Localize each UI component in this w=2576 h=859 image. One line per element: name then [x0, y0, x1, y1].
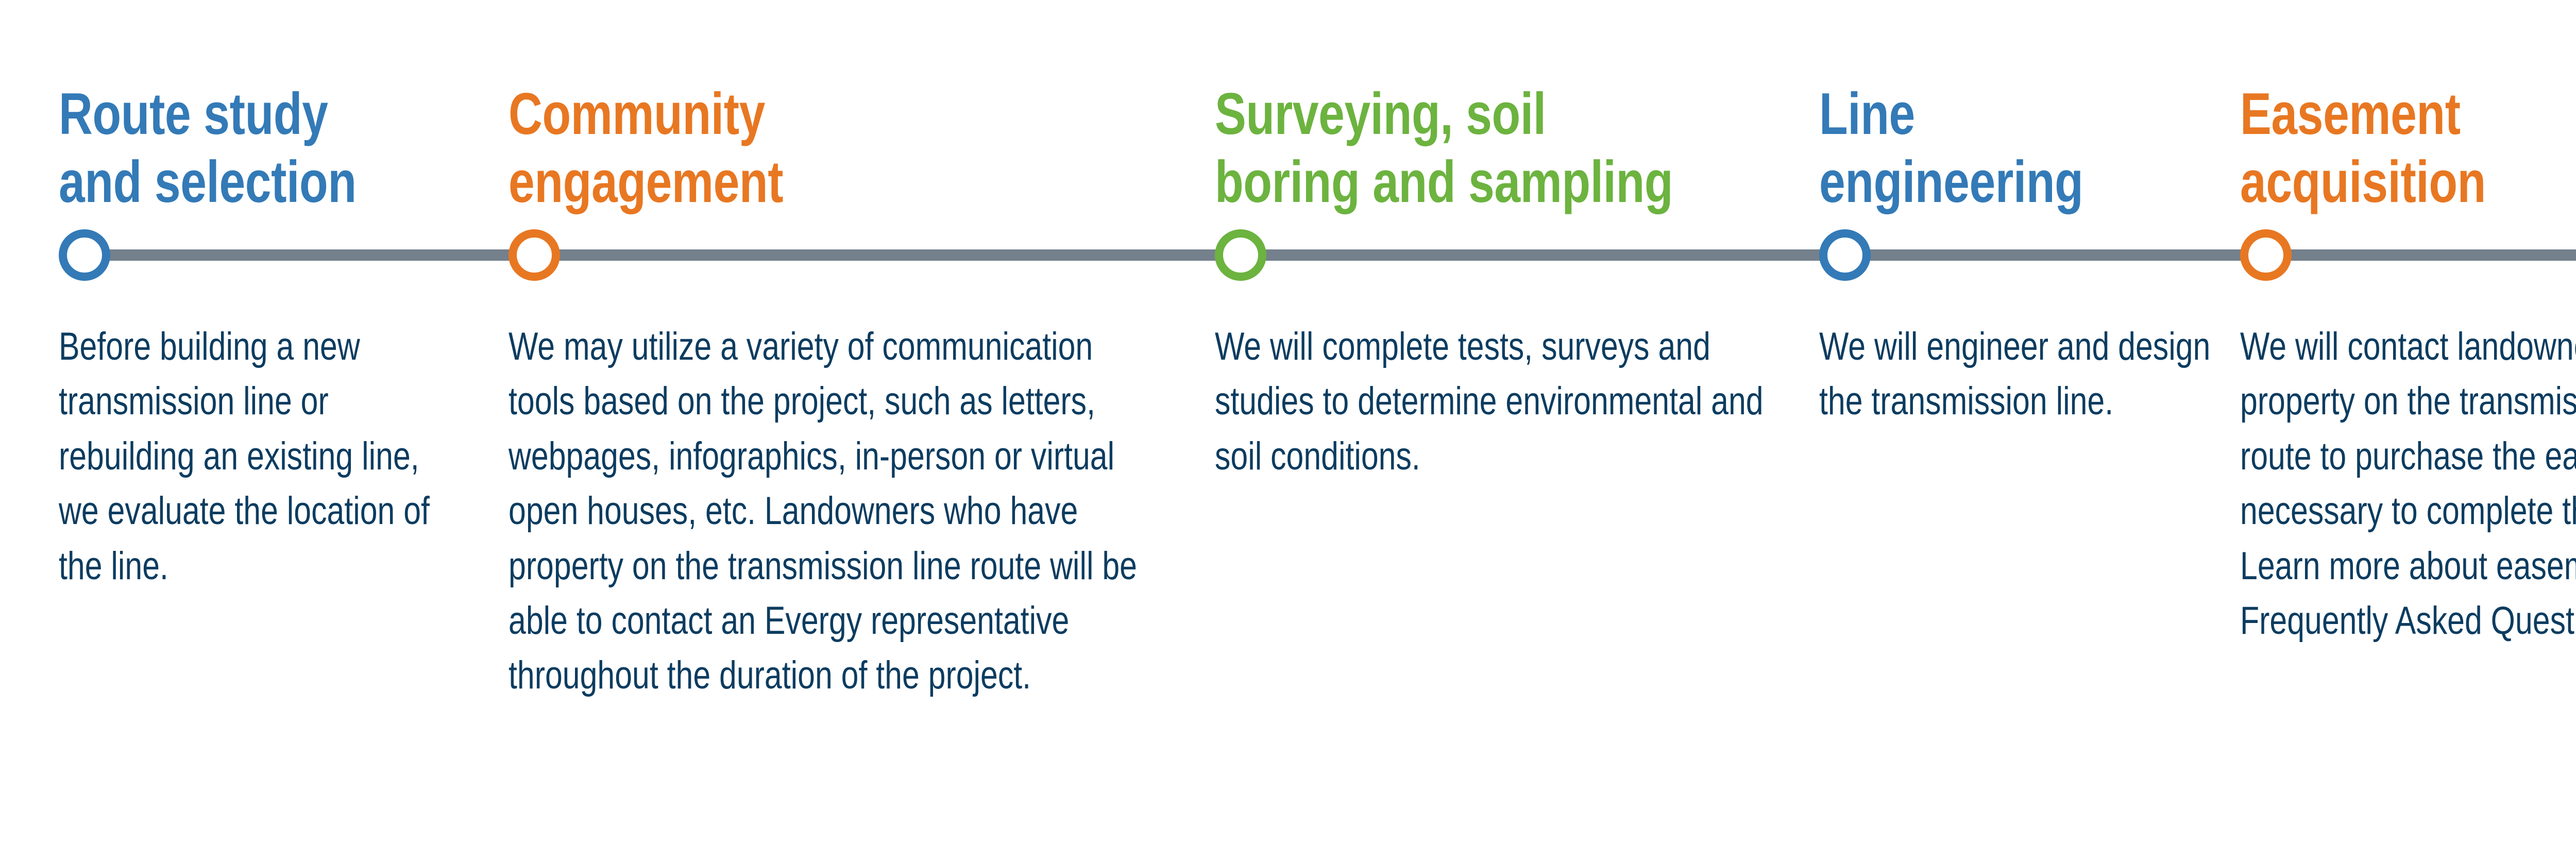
step-description: We will complete tests, surveys and stud…	[1215, 325, 1764, 478]
timeline-circle-icon	[509, 229, 560, 281]
step-description: We will engineer and design the transmis…	[1819, 325, 2211, 424]
step-description: We will contact landowners who have prop…	[2240, 325, 2576, 643]
step-heading: Surveying, soil boring and sampling	[1215, 81, 1673, 215]
timeline-circle-icon	[2240, 229, 2292, 281]
step-heading: Easement acquisition	[2240, 81, 2486, 215]
timeline-circle-icon	[1215, 229, 1266, 281]
timeline-step-2: Community engagement We may utilize a var…	[509, 0, 1147, 859]
timeline-circle-icon	[59, 229, 110, 281]
timeline-step-3: Surveying, soil boring and sampling We wi…	[1215, 0, 1771, 859]
step-heading: Line engineering	[1819, 81, 2083, 215]
step-heading: Route study and selection	[59, 81, 357, 215]
step-heading: Community engagement	[509, 81, 784, 215]
timeline-circle-icon	[1819, 229, 1871, 281]
timeline-rail	[84, 249, 2576, 261]
step-description: Before building a new transmission line …	[59, 325, 430, 588]
timeline-step-5: Easement acquisition We will contact land…	[2240, 0, 2576, 859]
step-description: We may utilize a variety of communicatio…	[509, 325, 1137, 698]
timeline-step-4: Line engineering We will engineer and des…	[1819, 0, 2221, 859]
